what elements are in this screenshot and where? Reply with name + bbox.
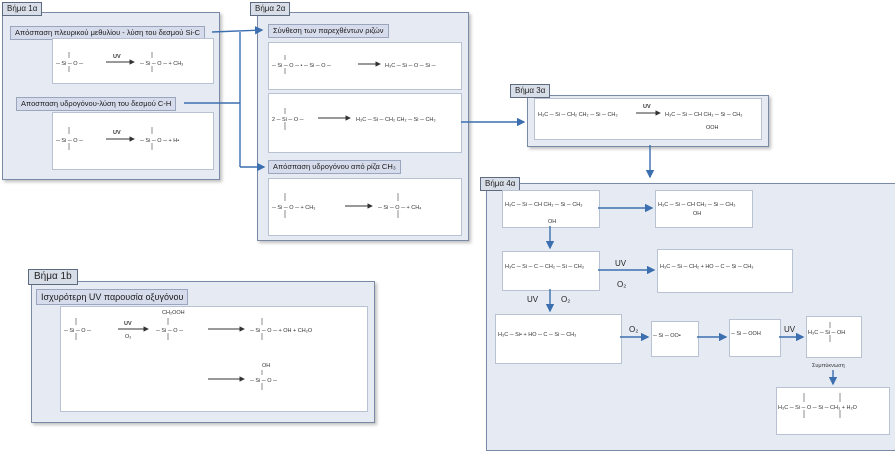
step-2a-r1-reactant: ─ Si ─ O ─ • ─ Si ─ O ─ [272,63,331,69]
step-3a-product: H₃C ─ Si ─ CH CH₂ ─ Si ─ CH₃ [665,112,743,118]
step-4a-o2-label-3: O₂ [629,325,639,334]
step-1b-header: Ισχυρότερη UV παρουσία οξυγόνου [36,289,189,305]
step-4a-o2-label-2: O₂ [561,295,571,304]
step-2a-reaction-3-card [268,178,462,236]
step-4a-card-4 [657,249,793,293]
step-2a-r3-reactant: ─ Si ─ O ─ + CH₃ [272,205,316,211]
step-2a-header-synthesis: Σύνθεση των παρεχθέντων ριζών [268,24,389,38]
step-4a-s2-sub: OH [693,211,702,217]
step-1b-r2-product: ─ Si ─ O ─ [250,378,277,384]
step-1b-reaction-card [60,306,368,412]
step-3a-reaction-card [534,98,762,140]
step-2a-r3-product: ─ Si ─ O ─ + CH₄ [378,205,422,211]
step-3a-reactant: H₃C ─ Si ─ CH₂ CH₂ ─ Si ─ CH₃ [538,112,618,118]
step-1b-r1-mid-top: CH₂OOH [162,310,185,316]
step-4a-o2-label-1: O₂ [617,280,627,289]
step-4a-condensation-label: Συμπύκνωση [812,363,845,369]
step-2a-reaction-2-card [268,93,462,153]
step-1b-r1-uv: UV [124,321,132,327]
step-4a-card-5 [495,314,622,364]
step-4a-card-6 [651,321,699,357]
step-4a-s1: H₃C ─ Si ─ CH CH₂ ─ Si ─ CH₃ [505,202,583,208]
step-1b-tab: Βήμα 1b [28,269,78,285]
step-4a-card-1 [502,190,600,228]
step-2a-tab: Βήμα 2α [250,2,291,16]
step-1a-r2-reactant: ─ Si ─ O ─ [56,138,83,144]
step-1a-r2-arrow-label: UV [113,130,121,136]
step-4a-s1-sub: OH [548,219,557,225]
step-1b-r1-mid: ─ Si ─ O ─ [156,328,183,334]
step-1b-r2-product-top: OH [262,363,271,369]
step-4a-s3: H₃C ─ Si ─ C ─ CH₂ ─ Si ─ CH₃ [505,264,584,270]
arrow-1a-to-2a-synthesis [211,26,264,35]
step-2a-r1-product: H₃C ─ Si ─ O ─ Si ─ [385,63,436,69]
step-4a-s8: H₃C ─ Si ─ OH [808,330,846,336]
step-4a-uv-label-3: UV [784,325,796,334]
step-3a-arrow-label: UV [643,104,651,110]
step-4a-s5: H₃C ─ Si• + HO ─ C ─ Si ─ CH₃ [498,332,577,338]
step-4a-tab: Βήμα 4α [480,177,521,191]
step-4a-uv-label-1: UV [615,259,627,268]
step-4a-uv-label-2: UV [527,295,539,304]
step-1b-r1-o2: O₂ [125,334,132,340]
step-4a-card-7 [729,319,781,357]
step-3a-product-sub: OOH [706,125,719,131]
step-4a-card-3 [502,251,600,291]
step-1a-r1-reactant: ─ Si ─ O ─ [56,61,83,67]
step-1b-r1-product: ─ Si ─ O ─ + OH + CH₂O [250,328,313,334]
step-4a-card-8 [806,316,862,358]
step-4a-card-9 [776,387,890,435]
step-4a-s2: H₃C ─ Si ─ CH CH₂ ─ Si ─ CH₃ [658,202,736,208]
step-4a-s4: H₃C ─ Si ─ CH₂ + HO ─ C ─ Si ─ CH₃ [660,264,754,270]
step-2a-r2-reactant: 2 ─ Si ─ O ─ [272,117,304,123]
step-1a-tab: Βήμα 1α [2,2,43,16]
step-3a-tab: Βήμα 3α [510,84,551,98]
step-4a-s7: ─ Si ─ OOH [731,331,761,337]
step-1a-r1-product: ─ Si ─ O ─ + CH₃ [140,61,184,67]
step-1b-r1-reactant: ─ Si ─ O ─ [64,328,91,334]
step-2a-r2-product: H₃C ─ Si ─ CH₂ CH₂ ─ Si ─ CH₃ [356,117,436,123]
step-1a-r1-arrow-label: UV [113,54,121,60]
step-4a-s9: H₃C ─ Si ─ O ─ Si ─ CH₃ + H₂O [778,405,857,411]
step-4a-s6: ─ Si ─ OO• [653,333,681,339]
step-2a-reaction-1-card [268,42,462,90]
step-1a-r2-product: ─ Si ─ O ─ + H• [140,138,180,144]
step-1a-header-hydrogen: Αποσπαση υδρογόνου-λύση του δεσμού C-H [16,97,177,111]
step-2a-header-ch3: Απόσπαση υδρογόνου από ρίζα CH₃ [268,160,401,174]
step-4a-card-2 [655,190,753,228]
